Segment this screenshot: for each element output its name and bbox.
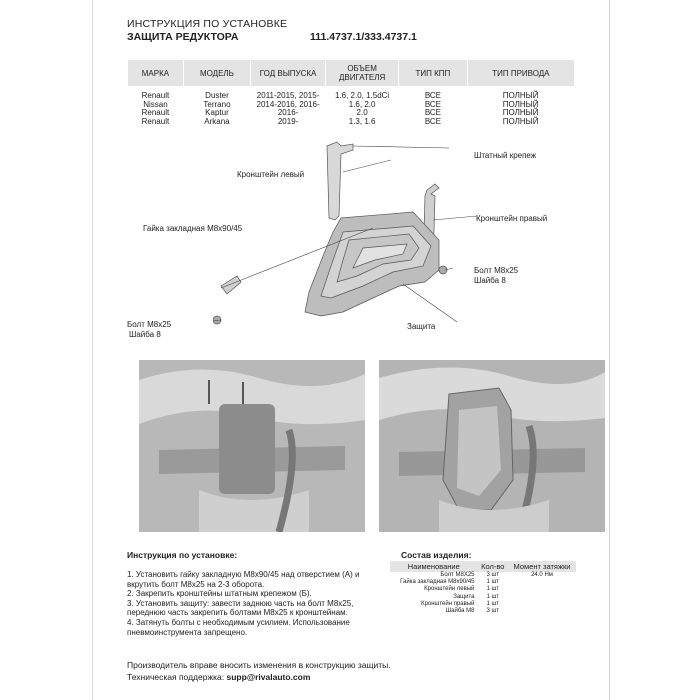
photo-after-install bbox=[379, 360, 605, 532]
component-name: Болт М8Х25 bbox=[440, 572, 475, 578]
spec-col-make: МАРКА bbox=[127, 60, 184, 86]
spec-cell: ПОЛНЫЙ bbox=[502, 99, 539, 109]
component-torque bbox=[508, 608, 576, 615]
label-guard: Защита bbox=[407, 322, 436, 331]
label-bolt-left: Болт М8х25 bbox=[127, 320, 172, 329]
spec-cell: ВСЕ bbox=[424, 91, 442, 100]
component-torque bbox=[508, 586, 576, 593]
instruction-step: 3. Установить защиту: завести заднюю час… bbox=[127, 598, 354, 618]
spec-cell: ВСЕ bbox=[424, 116, 442, 126]
instructions-list: 1. Установить гайку закладную М8х90/45 н… bbox=[127, 570, 377, 637]
photo-before-install bbox=[139, 360, 365, 532]
components-row: Болт М8Х25 3 шт 24.0 Нм bbox=[390, 572, 576, 579]
instruction-step: 4. Затянуть болты с необходимым усилием.… bbox=[127, 617, 350, 637]
spec-cell: 1.3, 1.6 bbox=[348, 116, 376, 126]
vehicle-spec-table: МАРКА МОДЕЛЬ ГОД ВЫПУСКА ОБЪЕМ ДВИГАТЕЛЯ… bbox=[127, 60, 574, 126]
spec-col-engine: ОБЪЕМ ДВИГАТЕЛЯ bbox=[325, 60, 399, 86]
component-torque bbox=[508, 601, 576, 608]
spec-cell: Arkana bbox=[204, 116, 230, 126]
component-qty: 1 шт bbox=[486, 593, 500, 600]
instruction-sheet: ИНСТРУКЦИЯ ПО УСТАНОВКЕ ЗАЩИТА РЕДУКТОРА… bbox=[92, 0, 610, 700]
spec-col-model: МОДЕЛЬ bbox=[182, 60, 251, 86]
spec-col-gearbox: ТИП КПП bbox=[398, 60, 468, 86]
label-washer-right: Шайба 8 bbox=[474, 276, 506, 285]
components-header-row: Наименование Кол-во Момент затяжки bbox=[390, 561, 576, 572]
footer-support: Техническая поддержка: supp@rivalauto.co… bbox=[127, 672, 310, 682]
label-bracket-left: Кронштейн левый bbox=[237, 170, 305, 179]
component-qty: 1 шт bbox=[486, 586, 500, 593]
spec-cell: Duster bbox=[205, 91, 229, 100]
components-table: Наименование Кол-во Момент затяжки Болт … bbox=[390, 561, 576, 615]
spec-cell: 1.6, 2.0, 1.5dCi bbox=[334, 91, 390, 100]
header-product: ЗАЩИТА РЕДУКТОРА bbox=[127, 31, 239, 43]
component-name: Кронштейн левый bbox=[424, 586, 475, 593]
header-title: ИНСТРУКЦИЯ ПО УСТАНОВКЕ bbox=[127, 18, 288, 30]
component-name: Шайба М8 bbox=[445, 608, 475, 615]
instruction-step: 2. Закрепить кронштейны штатным крепежом… bbox=[127, 589, 312, 599]
component-torque bbox=[508, 594, 576, 601]
spec-cell: Renault bbox=[141, 108, 170, 118]
spec-cell: ПОЛНЫЙ bbox=[502, 91, 539, 100]
spec-cell: ВСЕ bbox=[424, 108, 442, 118]
spec-cell: ПОЛНЫЙ bbox=[502, 108, 539, 118]
footer-notice: Производитель вправе вносить изменения в… bbox=[127, 660, 391, 670]
label-nut: Гайка закладная М8х90/45 bbox=[143, 224, 243, 233]
spec-row: Renault Kaptur 2016- 2.0 ВСЕ ПОЛНЫЙ bbox=[128, 109, 575, 118]
components-row: Шайба М8 3 шт bbox=[390, 608, 576, 615]
component-torque bbox=[508, 579, 576, 586]
label-factory-mount: Штатный крепеж bbox=[474, 151, 537, 160]
support-email-link[interactable]: supp@rivalauto.com bbox=[226, 672, 311, 682]
components-title: Состав изделия: bbox=[401, 550, 472, 560]
component-qty: 3 шт bbox=[486, 608, 500, 615]
components-row: Кронштейн правый 1 шт bbox=[390, 601, 576, 608]
components-col-torque: Момент затяжки bbox=[508, 561, 576, 572]
guard-assembly-diagram bbox=[213, 141, 478, 325]
spec-col-drive: ТИП ПРИВОДА bbox=[466, 60, 574, 86]
spec-cell: 2011-2015, 2015- bbox=[256, 91, 320, 100]
instructions-title: Инструкция по установке: bbox=[127, 550, 238, 560]
label-bolt-right: Болт М8х25 bbox=[474, 266, 519, 275]
left-bracket-drawing bbox=[326, 141, 354, 221]
spec-cell: 2.0 bbox=[356, 108, 368, 118]
component-name: Кронштейн правый bbox=[421, 600, 475, 607]
spec-row: Nissan Terrano 2014-2016, 2016- 1.6, 2.0… bbox=[128, 99, 575, 110]
spec-cell: Terrano bbox=[203, 99, 231, 109]
component-qty: 3 шт bbox=[486, 572, 500, 578]
spec-row: Renault Arkana 2019- 1.3, 1.6 ВСЕ ПОЛНЫЙ bbox=[128, 116, 575, 127]
spec-cell: Nissan bbox=[143, 99, 168, 109]
component-name: Защита bbox=[453, 593, 475, 600]
spec-cell: Renault bbox=[141, 116, 170, 126]
spec-cell: Renault bbox=[141, 91, 170, 100]
spec-cell: Kaptur bbox=[205, 108, 229, 118]
instruction-step: 1. Установить гайку закладную М8х90/45 н… bbox=[127, 570, 360, 589]
spec-cell: 2019- bbox=[277, 116, 299, 126]
spec-cell: 2016- bbox=[277, 108, 299, 118]
nut-drawing bbox=[220, 275, 242, 295]
spec-col-year: ГОД ВЫПУСКА bbox=[250, 60, 326, 86]
label-washer-left: Шайба 8 bbox=[129, 330, 161, 339]
component-torque: 24.0 Нм bbox=[531, 572, 553, 578]
spec-cell: ПОЛНЫЙ bbox=[502, 116, 539, 126]
components-col-qty: Кол-во bbox=[477, 561, 508, 572]
spec-row: Renault Duster 2011-2015, 2015- 1.6, 2.0… bbox=[128, 86, 575, 101]
header-part-code: 111.4737.1/333.4737.1 bbox=[310, 31, 417, 43]
component-qty: 1 шт bbox=[486, 600, 500, 607]
spec-cell: 2014-2016, 2016- bbox=[256, 99, 320, 109]
components-col-name: Наименование bbox=[390, 561, 478, 572]
label-bracket-right: Кронштейн правый bbox=[476, 214, 548, 223]
components-row: Гайка закладная М8х90/45 1 шт bbox=[390, 579, 576, 586]
component-qty: 1 шт bbox=[486, 579, 500, 586]
component-name: Гайка закладная М8х90/45 bbox=[400, 579, 475, 586]
support-label: Техническая поддержка: bbox=[127, 672, 227, 682]
components-row: Защита 1 шт bbox=[390, 594, 576, 601]
bolt-right-drawing bbox=[438, 265, 448, 275]
spec-header-row: МАРКА МОДЕЛЬ ГОД ВЫПУСКА ОБЪЕМ ДВИГАТЕЛЯ… bbox=[127, 60, 574, 86]
spec-cell: 1.6, 2.0 bbox=[348, 99, 376, 109]
components-row: Кронштейн левый 1 шт bbox=[390, 586, 576, 593]
spec-cell: ВСЕ bbox=[424, 99, 442, 109]
